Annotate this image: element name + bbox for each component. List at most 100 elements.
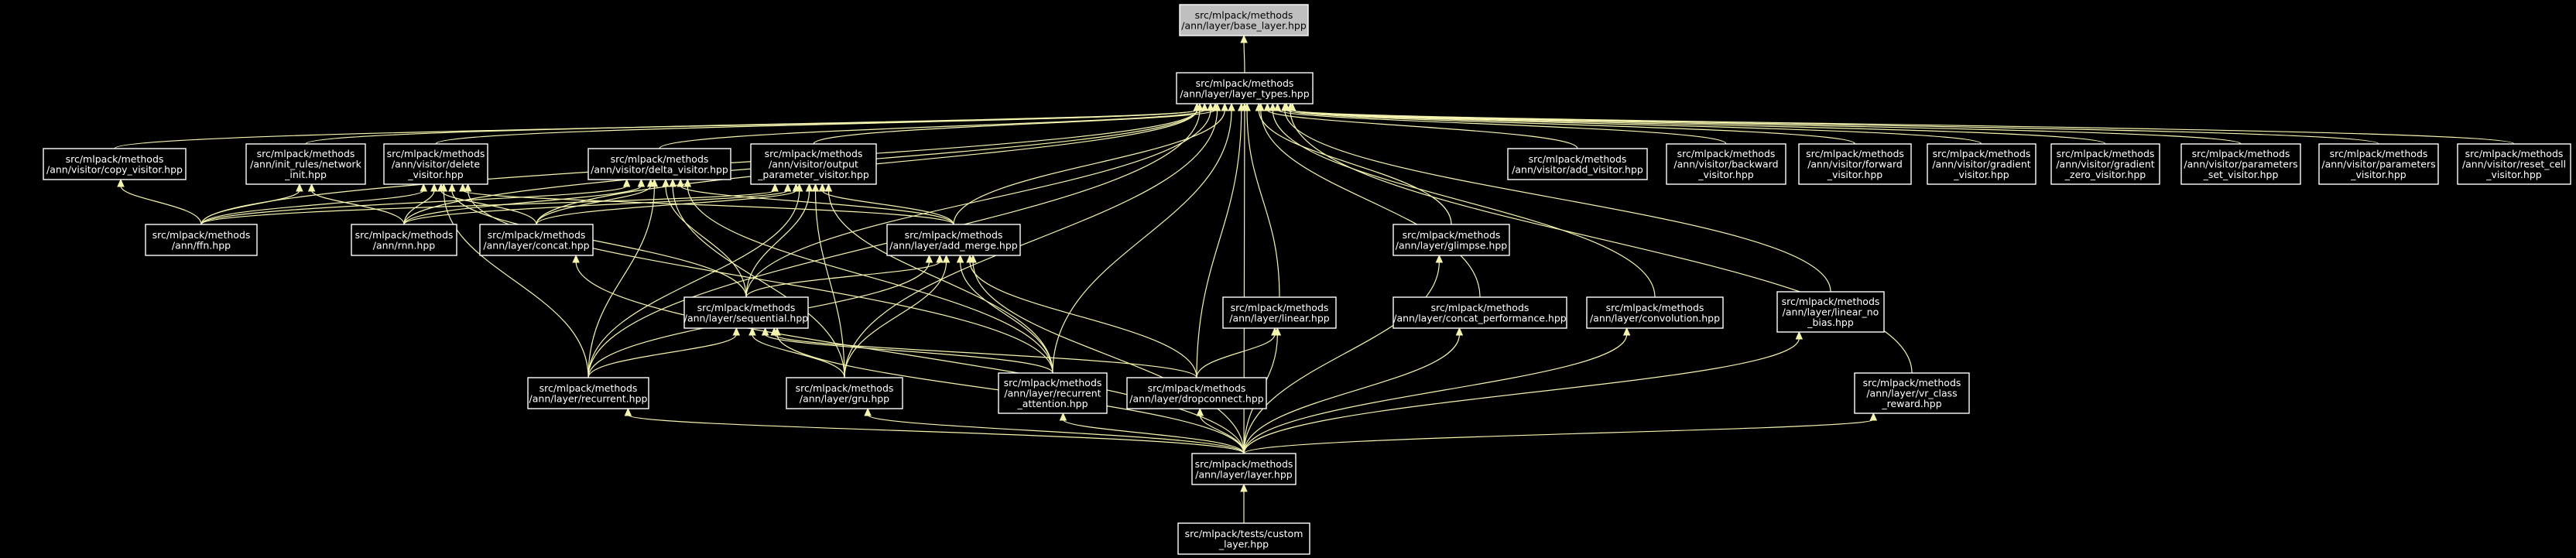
node-layer_types[interactable]: src/mlpack/methods/ann/layer/layer_types… — [1176, 72, 1314, 104]
arrowhead-layer-to-add_merge — [969, 254, 977, 263]
node-box — [527, 377, 649, 409]
node-convolution[interactable]: src/mlpack/methods/ann/layer/convolution… — [1586, 296, 1724, 329]
node-label-line: _visitor.hpp — [2350, 169, 2406, 180]
arrowhead-gru-to-sequential — [748, 327, 756, 336]
edge-ffn-to-copy_visitor — [120, 185, 202, 225]
edge-recurrent_attention-to-add_merge — [959, 261, 1053, 374]
node-box — [1191, 453, 1297, 485]
node-params_visitor[interactable]: src/mlpack/methods/ann/visitor/parameter… — [2318, 143, 2439, 185]
edge-sequential-to-output_param — [745, 190, 810, 298]
node-label-line: _visitor.hpp — [1953, 169, 2009, 180]
node-label-line: /ann/layer/vr_class — [1866, 388, 1957, 399]
arrowhead-layer-to-vr_class_reward — [1869, 412, 1878, 421]
arrowhead-recurrent-to-add_merge — [925, 254, 933, 263]
node-label-line: _bias.hpp — [1807, 317, 1854, 328]
arrowhead-recurrent_attention-to-add_merge — [956, 254, 964, 263]
node-sequential[interactable]: src/mlpack/methods/ann/layer/sequential.… — [683, 296, 809, 329]
node-add_merge[interactable]: src/mlpack/methods/ann/layer/add_merge.h… — [886, 224, 1021, 256]
arrowhead-add_merge-to-delta_visitor — [677, 178, 684, 187]
nodes-layer: src/mlpack/methods/ann/layer/base_layer.… — [43, 4, 2571, 555]
edge-recurrent-to-delta_visitor — [587, 185, 656, 378]
node-box — [383, 143, 488, 185]
node-concat[interactable]: src/mlpack/methods/ann/layer/concat.hpp — [479, 224, 594, 256]
edge-gru-to-add_merge — [844, 261, 947, 378]
arrowhead-recurrent_attention-to-delete_visitor — [464, 183, 472, 192]
arrowhead-layer-to-convolution — [1622, 327, 1631, 336]
edge-add_merge-to-layer_types — [953, 109, 1225, 225]
node-label-line: src/mlpack/methods — [765, 148, 863, 159]
node-label-line: src/mlpack/methods — [796, 382, 894, 394]
node-delta_visitor[interactable]: src/mlpack/methods/ann/visitor/delta_vis… — [587, 148, 731, 180]
arrowhead-add_merge-to-output_param — [818, 183, 827, 192]
arrowhead-rnn-to-delete_visitor — [430, 183, 438, 192]
node-concat_perf[interactable]: src/mlpack/methods/ann/layer/concat_perf… — [1392, 296, 1567, 329]
node-label-line: /ann/layer/base_layer.hpp — [1181, 19, 1307, 31]
edge-reset_cell-to-layer_types — [1292, 109, 2515, 145]
node-label-line: src/mlpack/methods — [2330, 148, 2428, 159]
node-label-line: _visitor.hpp — [2485, 169, 2541, 180]
node-custom_layer[interactable]: src/mlpack/tests/custom_layer.hpp — [1177, 522, 1310, 555]
node-label-line: src/mlpack/methods — [1606, 302, 1704, 313]
node-output_param[interactable]: src/mlpack/methods/ann/visitor/output_pa… — [750, 143, 877, 185]
node-recurrent[interactable]: src/mlpack/methods/ann/layer/recurrent.h… — [527, 377, 649, 409]
node-reset_cell[interactable]: src/mlpack/methods/ann/visitor/reset_cel… — [2457, 143, 2571, 185]
node-gru[interactable]: src/mlpack/methods/ann/layer/gru.hpp — [786, 377, 903, 409]
node-params_set[interactable]: src/mlpack/methods/ann/visitor/parameter… — [2180, 143, 2301, 185]
arrowhead-sequential-to-add_merge — [936, 254, 944, 263]
node-gradient_visitor[interactable]: src/mlpack/methods/ann/visitor/gradient_… — [1927, 143, 2036, 185]
node-ffn[interactable]: src/mlpack/methods/ann/ffn.hpp — [145, 224, 258, 256]
node-label-line: src/mlpack/methods — [1529, 153, 1627, 165]
node-glimpse[interactable]: src/mlpack/methods/ann/layer/glimpse.hpp — [1392, 224, 1510, 256]
node-forward_visitor[interactable]: src/mlpack/methods/ann/visitor/forward_v… — [1798, 143, 1912, 185]
edge-linear_no_bias-to-layer_types — [1284, 109, 1831, 293]
edge-recurrent_attention-to-output_param — [827, 190, 1053, 374]
arrowhead-layer-to-concat_perf — [1455, 327, 1464, 336]
arrowhead-add_merge-to-layer_types — [1221, 102, 1229, 111]
edge-add_visitor-to-layer_types — [1266, 109, 1578, 149]
arrowhead-sequential-to-layer_types — [1207, 102, 1214, 111]
node-box — [43, 148, 187, 180]
edge-recurrent_attention-to-delete_visitor — [467, 190, 1053, 374]
arrowhead-rnn-to-network_init — [307, 183, 316, 192]
node-label-line: src/mlpack/methods — [2465, 148, 2564, 159]
arrowhead-recurrent-to-delete_visitor — [440, 183, 448, 192]
node-label-line: _attention.hpp — [1016, 398, 1088, 409]
node-recurrent_attention[interactable]: src/mlpack/methods/ann/layer/recurrent_a… — [998, 372, 1108, 414]
arrowhead-recurrent_attention-to-delta_visitor — [683, 178, 692, 187]
edge-ffn-to-network_init — [200, 190, 300, 225]
node-add_visitor[interactable]: src/mlpack/methods/ann/visitor/add_visit… — [1507, 148, 1648, 180]
edge-sequential-to-add_merge — [745, 261, 940, 298]
node-copy_visitor[interactable]: src/mlpack/methods/ann/visitor/copy_visi… — [43, 148, 187, 180]
node-label-line: /ann/layer/concat.hpp — [483, 239, 589, 251]
node-label-line: /ann/visitor/forward — [1807, 159, 1903, 170]
arrowhead-linear_no_bias-to-layer_types — [1281, 102, 1289, 111]
edge-rnn-to-network_init — [311, 190, 405, 225]
node-backward_visitor[interactable]: src/mlpack/methods/ann/visitor/backward_… — [1666, 143, 1786, 185]
node-dropconnect[interactable]: src/mlpack/methods/ann/layer/dropconnect… — [1126, 377, 1267, 409]
node-label-line: src/mlpack/methods — [1148, 382, 1246, 394]
arrowhead-layer-to-glimpse — [1435, 254, 1444, 263]
edge-add_merge-to-delta_visitor — [680, 185, 954, 225]
node-rnn[interactable]: src/mlpack/methods/ann/rnn.hpp — [351, 224, 457, 256]
node-gradient_zero[interactable]: src/mlpack/methods/ann/visitor/gradient_… — [2050, 143, 2160, 185]
node-label-line: src/mlpack/methods — [905, 229, 1003, 241]
edge-layer-to-gru — [867, 414, 1245, 454]
node-layer[interactable]: src/mlpack/methods/ann/layer/layer.hpp — [1191, 453, 1297, 485]
node-label-line: /ann/layer/gru.hpp — [800, 392, 889, 404]
node-delete_visitor[interactable]: src/mlpack/methods/ann/visitor/delete_vi… — [383, 143, 488, 185]
edge-glimpse-to-layer_types — [1258, 109, 1452, 225]
node-vr_class_reward[interactable]: src/mlpack/methods/ann/layer/vr_class_re… — [1854, 372, 1970, 414]
arrowhead-layer-to-gru — [864, 407, 872, 416]
node-linear_no_bias[interactable]: src/mlpack/methods/ann/layer/linear_no_b… — [1776, 291, 1885, 333]
arrowhead-rnn-to-delta_visitor — [637, 178, 646, 187]
node-network_init[interactable]: src/mlpack/methods/ann/init_rules/networ… — [245, 143, 366, 185]
node-base_layer[interactable]: src/mlpack/methods/ann/layer/base_layer.… — [1179, 4, 1309, 36]
node-box — [1179, 4, 1309, 36]
node-label-line: src/mlpack/methods — [2057, 148, 2155, 159]
edge-layer-to-recurrent — [627, 414, 1245, 454]
node-box — [998, 372, 1108, 414]
node-label-line: src/mlpack/methods — [2192, 148, 2290, 159]
edge-recurrent_attention-to-sequential — [765, 334, 1053, 374]
node-label-line: /ann/ffn.hpp — [172, 239, 231, 251]
node-linear[interactable]: src/mlpack/methods/ann/layer/linear.hpp — [1222, 296, 1337, 329]
